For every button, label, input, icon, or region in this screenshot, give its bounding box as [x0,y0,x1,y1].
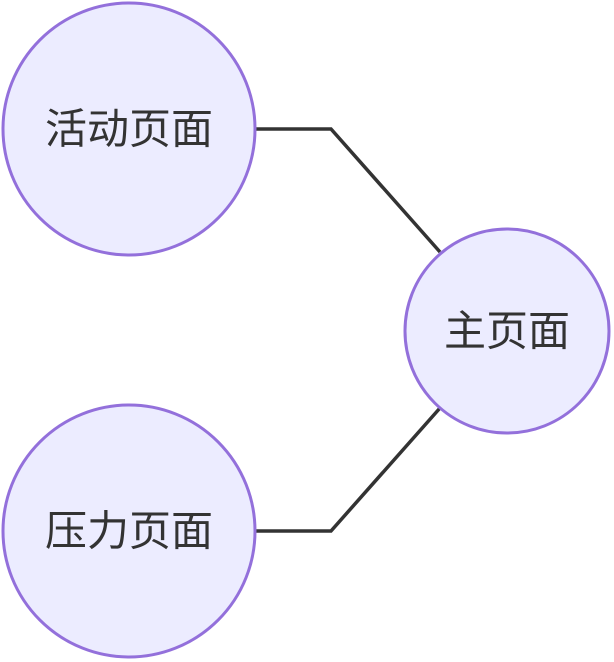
node-main-circle [403,227,611,435]
node-pressure[interactable]: 压力页面 [1,403,257,659]
edge-main-to-pressure [256,406,442,533]
node-pressure-label: 压力页面 [45,507,213,556]
edge-main-to-activity [256,127,442,254]
node-activity-circle [1,1,257,257]
node-main[interactable]: 主页面 [403,227,611,435]
node-activity[interactable]: 活动页面 [1,1,257,257]
edges-group [256,127,442,533]
node-main-label: 主页面 [444,307,570,356]
node-activity-label: 活动页面 [45,105,213,154]
node-pressure-circle [1,403,257,659]
